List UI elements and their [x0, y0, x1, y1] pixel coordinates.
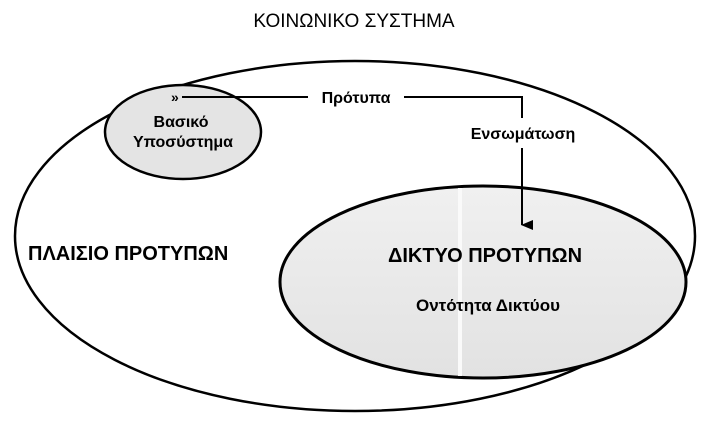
- network-title: ΔΙΚΤΥΟ ΠΡΟΤΥΠΩΝ: [388, 245, 582, 267]
- basic-subsystem-ellipse: [103, 83, 263, 181]
- network-subtitle: Οντότητα Δικτύου: [416, 296, 560, 315]
- basic-subsystem-line2: Υποσύστημα: [133, 134, 233, 151]
- embedding-label: Ενσωμάτωση: [471, 126, 576, 143]
- label-bg: [308, 86, 404, 106]
- network-ellipse: [278, 184, 688, 380]
- chevron-icon: »: [171, 89, 179, 105]
- pattern-frame-label: ΠΛΑΙΣΙΟ ΠΡΟΤΥΠΩΝ: [28, 243, 228, 265]
- patterns-label: Πρότυπα: [322, 90, 391, 107]
- patterns-edge: [182, 96, 523, 118]
- social-system-ellipse: [13, 59, 697, 413]
- diagram-title: ΚΟΙΝΩΝΙΚΟ ΣΥΣΤΗΜΑ: [253, 11, 455, 32]
- basic-subsystem-line1: Βασικό: [154, 114, 209, 131]
